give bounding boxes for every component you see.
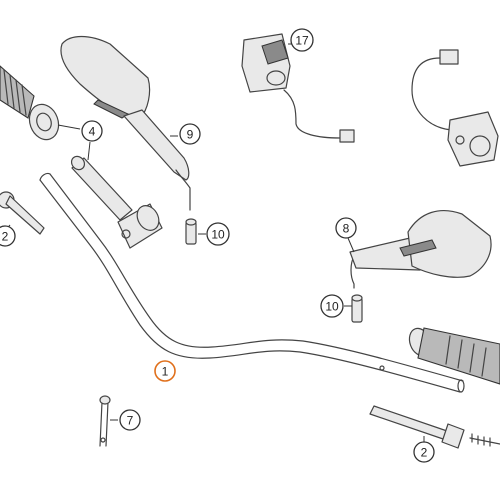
- left-grip: [0, 65, 81, 141]
- svg-text:7: 7: [127, 414, 134, 428]
- bolt-left: [185, 218, 206, 245]
- svg-text:1: 1: [162, 365, 169, 379]
- callout-17: 17: [290, 28, 314, 52]
- svg-text:2: 2: [2, 230, 9, 244]
- svg-text:9: 9: [187, 128, 194, 142]
- callout-2-right: 2: [413, 441, 435, 463]
- callout-1: 1: [154, 360, 176, 382]
- callout-2-left: 2: [0, 225, 16, 247]
- svg-text:4: 4: [89, 125, 96, 139]
- right-switch: [411, 49, 499, 167]
- svg-text:10: 10: [211, 228, 225, 242]
- callout-9: 9: [179, 123, 201, 145]
- callout-10-left: 10: [206, 222, 230, 246]
- callout-7: 7: [119, 409, 141, 431]
- right-grip: [408, 327, 500, 385]
- callout-8: 8: [335, 217, 357, 239]
- callout-10-right: 10: [320, 294, 344, 318]
- left-mirror: [60, 35, 191, 211]
- svg-text:17: 17: [295, 34, 309, 48]
- left-switch: [241, 33, 355, 143]
- clamp-pin: [99, 395, 118, 447]
- callout-4: 4: [81, 120, 103, 142]
- bolt-right: [344, 294, 363, 323]
- svg-text:2: 2: [421, 446, 428, 460]
- right-bar-end: [369, 405, 500, 449]
- svg-text:8: 8: [343, 222, 350, 236]
- throttle-tube: [70, 141, 163, 249]
- handlebar: [39, 172, 465, 393]
- right-mirror: [347, 210, 492, 289]
- svg-text:10: 10: [325, 300, 339, 314]
